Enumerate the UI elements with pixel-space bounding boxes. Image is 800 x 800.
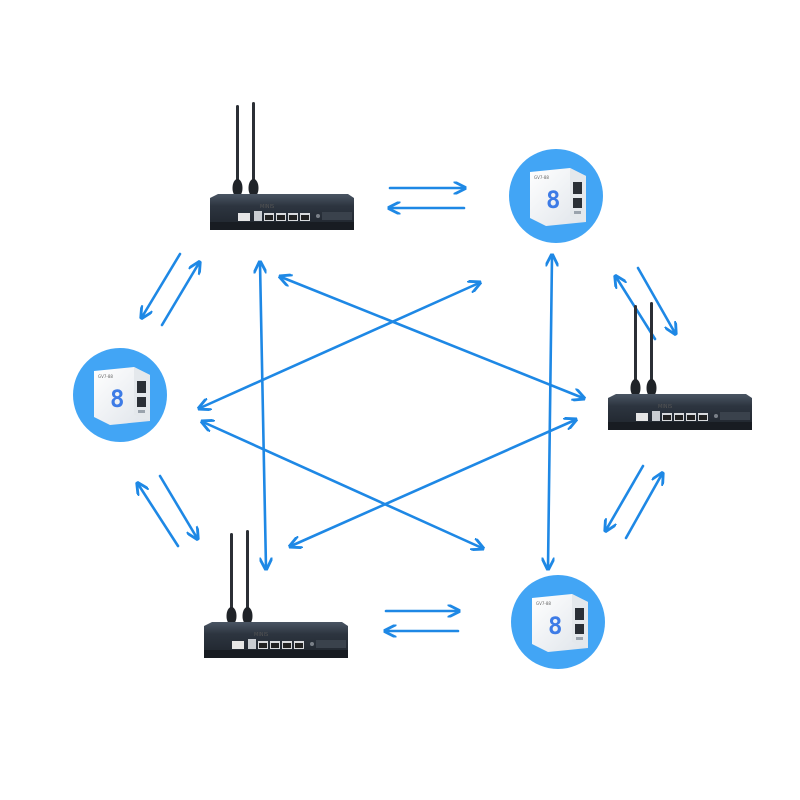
arrow-router-tl-router-r (281, 277, 583, 398)
network-router-icon: MINIS (204, 530, 348, 658)
arrow-gateway-tr-gateway-br (548, 256, 552, 568)
network-router-icon: MINIS (210, 102, 354, 230)
arrow-router-r-to-gateway-br (606, 464, 645, 530)
network-router-icon: MINIS (608, 302, 752, 430)
gateway-model-text: GV7-88 (534, 175, 549, 180)
arrow-router-tl-to-gateway-l (142, 252, 182, 317)
router-top-left: MINIS (210, 102, 354, 230)
router-brand-text: MINIS (260, 204, 274, 210)
gateway-logo: 8 (546, 186, 560, 214)
arrow-gateway-l-to-router-bl (158, 474, 197, 538)
router-brand-text: MINIS (658, 404, 672, 410)
arrow-router-bl-router-r (291, 420, 575, 546)
router-brand-text: MINIS (254, 632, 268, 638)
arrow-gateway-l-gateway-tr (200, 283, 479, 408)
gateway-bottom-right: GV7-88 8 (511, 575, 605, 669)
router-right: MINIS (608, 302, 752, 430)
router-bottom-left: MINIS (204, 530, 348, 658)
arrow-gateway-l-gateway-br (203, 422, 482, 548)
arrow-gateway-br-to-router-r (624, 474, 662, 540)
gateway-top-right: GV7-88 8 (509, 149, 603, 243)
gateway-model-text: GV7-88 (536, 601, 551, 606)
connection-arrows (138, 188, 675, 631)
gateway-cube-icon: GV7-88 8 (94, 367, 150, 425)
gateway-model-text: GV7-88 (98, 374, 113, 379)
arrow-router-bl-to-gateway-l (138, 484, 180, 548)
arrow-gateway-tr-to-router-r (636, 266, 675, 333)
gateway-logo: 8 (110, 385, 124, 413)
arrow-router-tl-router-bl (260, 263, 266, 568)
arrow-gateway-l-to-router-tl (160, 263, 199, 327)
gateway-cube-icon: GV7-88 8 (532, 594, 588, 652)
gateway-cube-icon: GV7-88 8 (530, 168, 586, 226)
gateway-logo: 8 (548, 612, 562, 640)
gateway-left: GV7-88 8 (73, 348, 167, 442)
